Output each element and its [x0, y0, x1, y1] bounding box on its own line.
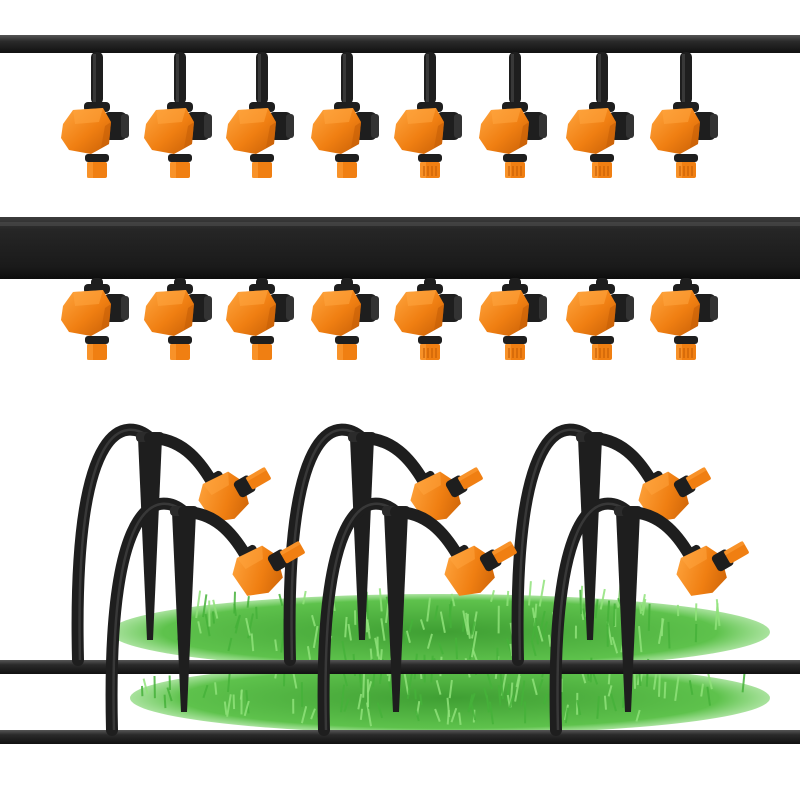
grass-patches [110, 579, 770, 734]
sprinkler-nozzle [61, 52, 129, 178]
sprinkler-nozzle [650, 278, 718, 360]
stake-sprinkler [549, 497, 749, 736]
stake-sprinkler [283, 423, 483, 666]
bottom-tube-row [61, 278, 718, 360]
stake-sprinkler-group [71, 423, 749, 736]
sprinkler-nozzle [479, 278, 547, 360]
grass-patch-back [110, 594, 770, 670]
sprinkler-nozzle [226, 278, 294, 360]
stake-sprinkler [105, 497, 305, 736]
stake-sprinkler [317, 497, 517, 736]
thin-tube-ground-lower [0, 730, 800, 744]
sprinkler-nozzle [226, 52, 294, 178]
sprinkler-nozzle [144, 52, 212, 178]
top-tube-row [0, 35, 800, 178]
sprinkler-nozzle [650, 52, 718, 178]
stake-sprinkler [71, 423, 271, 666]
sprinkler-nozzle [566, 52, 634, 178]
sprinkler-nozzle [61, 278, 129, 360]
thin-tube-top [0, 35, 800, 53]
stake-sprinkler [511, 423, 711, 666]
sprinkler-nozzle [144, 278, 212, 360]
thick-tube-middle [0, 217, 800, 279]
sprinkler-nozzle [311, 52, 379, 178]
sprinkler-nozzle [394, 278, 462, 360]
sprinkler-nozzle [394, 52, 462, 178]
sprinkler-nozzle [311, 278, 379, 360]
sprinkler-nozzle [479, 52, 547, 178]
sprinkler-nozzle [566, 278, 634, 360]
